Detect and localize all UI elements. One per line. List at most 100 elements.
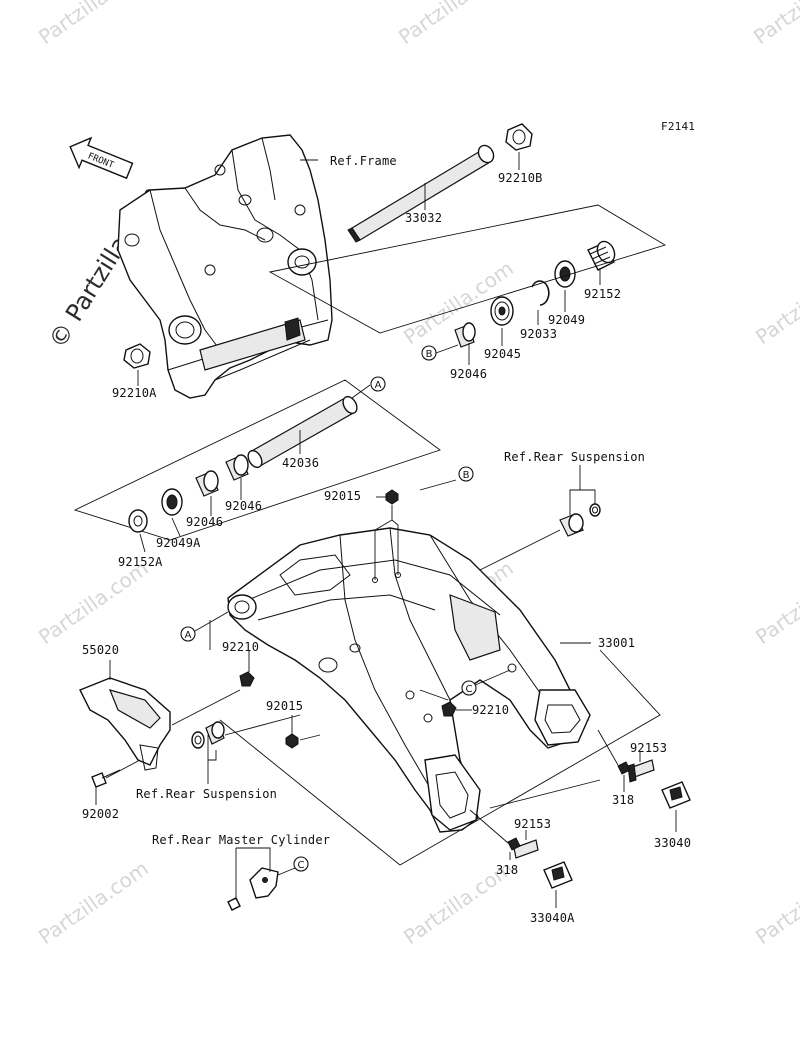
frame-crossmember <box>199 319 306 371</box>
watermark-11: Partzilla.com <box>751 856 800 949</box>
watermark-text-11: Partzilla.com <box>751 856 800 949</box>
watermark-3: Partzilla.com <box>749 0 800 49</box>
part-33040: 33040 <box>654 836 691 850</box>
frame-pivot-left <box>168 315 202 345</box>
bolt-92015-low <box>285 733 299 749</box>
part-318-right: 318 <box>612 793 634 807</box>
chain-guard-55020 <box>79 677 171 771</box>
rear-suspension-bushings-bottom <box>191 721 225 749</box>
chain-adjuster-left <box>507 837 573 889</box>
callout-a-top: A <box>370 376 386 392</box>
swingarm-outline <box>227 527 589 833</box>
watermark-text-3: Partzilla.com <box>749 0 800 49</box>
part-92033: 92033 <box>520 327 557 341</box>
bearing-92046-top <box>454 322 476 348</box>
part-33040A: 33040A <box>530 911 575 925</box>
nut-92210A <box>123 343 151 369</box>
frame-pivot-right <box>287 248 317 276</box>
bearing-92046-low <box>195 470 219 497</box>
parts-chain-right <box>268 204 667 348</box>
swingarm-33001 <box>227 527 591 833</box>
watermark-5: Partzilla.com <box>751 256 800 349</box>
callout-c-bracket-letter: C <box>298 860 305 871</box>
figure-code: F2141 <box>661 120 695 133</box>
part-92210A: 92210A <box>112 386 157 400</box>
rear-suspension-bushings-top <box>559 503 601 537</box>
bolt-92210-right <box>441 701 457 717</box>
circlip-92033 <box>531 280 550 306</box>
nut-92210B <box>505 123 533 151</box>
front-arrow-icon <box>69 136 134 180</box>
callout-a-bottom-letter: A <box>185 630 192 641</box>
bearing-92045 <box>490 296 514 326</box>
part-42036: 42036 <box>282 456 319 470</box>
callout-b-bottom-letter: B <box>463 470 470 481</box>
callout-c-bracket: C <box>293 856 309 872</box>
leader-lines <box>95 152 677 908</box>
rear-master-cylinder-bracket <box>227 867 279 911</box>
parts-chain-left <box>73 379 441 541</box>
part-33032: 33032 <box>405 211 442 225</box>
bearing-92046-mid <box>225 454 249 481</box>
ref-frame-label: Ref.Frame <box>330 154 397 168</box>
part-92153-right: 92153 <box>630 741 667 755</box>
callout-b-bottom: B <box>458 466 474 482</box>
chain-adjuster-right <box>617 759 691 809</box>
collar-92152 <box>587 240 616 271</box>
watermark-6: Partzilla.com <box>34 556 153 649</box>
callout-a-bottom: A <box>180 626 196 642</box>
sleeve-42036 <box>247 395 358 469</box>
part-92153-low: 92153 <box>514 817 551 831</box>
watermark-text-1: Partzilla.com <box>34 0 153 49</box>
callout-a-top-letter: A <box>375 380 382 391</box>
part-92049A: 92049A <box>156 536 201 550</box>
watermark-text-6: Partzilla.com <box>34 556 153 649</box>
collar-92152A <box>128 509 148 533</box>
watermark-text-2: Partzilla.com <box>394 0 513 49</box>
watermark-9: Partzilla.com <box>34 856 153 949</box>
part-318-low: 318 <box>496 863 518 877</box>
chain-guard-outline <box>79 677 171 766</box>
part-92046-mid: 92046 <box>225 499 262 513</box>
part-92210B: 92210B <box>498 171 543 185</box>
part-92002: 92002 <box>82 807 119 821</box>
part-92210-right: 92210 <box>472 703 509 717</box>
frame-drawing <box>117 134 333 399</box>
seal-92049A <box>161 488 183 516</box>
watermark-1: Partzilla.com <box>34 0 153 49</box>
swingarm-plate <box>449 594 501 661</box>
pivot-shaft-33032 <box>347 144 495 243</box>
part-92049: 92049 <box>548 313 585 327</box>
part-55020: 55020 <box>82 643 119 657</box>
bolt-92002 <box>91 769 121 788</box>
watermark-2: Partzilla.com <box>394 0 513 49</box>
callout-c-swingarm: C <box>461 680 477 696</box>
detail-box-top <box>268 204 667 334</box>
ref-rear-suspension-top-label: Ref.Rear Suspension <box>504 450 645 464</box>
part-92152A: 92152A <box>118 555 163 569</box>
part-92015-low: 92015 <box>266 699 303 713</box>
part-33001: 33001 <box>598 636 635 650</box>
watermark-text-5: Partzilla.com <box>751 256 800 349</box>
watermark-8: Partzilla.com <box>751 556 800 649</box>
part-92046-top: 92046 <box>450 367 487 381</box>
part-92210-left: 92210 <box>222 640 259 654</box>
bolt-92015-top <box>385 489 399 505</box>
bolt-92210-left <box>239 671 255 687</box>
ref-rear-master-cylinder-label: Ref.Rear Master Cylinder <box>152 833 330 847</box>
front-arrow: FRONT <box>69 136 134 180</box>
swingarm-end-right <box>534 689 591 746</box>
part-92152: 92152 <box>584 287 621 301</box>
callout-b-top: B <box>421 345 437 361</box>
callout-b-top-letter: B <box>426 349 433 360</box>
swingarm-pivot-bore <box>227 594 257 620</box>
watermark-text-9: Partzilla.com <box>34 856 153 949</box>
part-92015-top: 92015 <box>324 489 361 503</box>
part-92046-low: 92046 <box>186 515 223 529</box>
watermark-text-8: Partzilla.com <box>751 556 800 649</box>
swingarm-end-left <box>424 754 481 831</box>
ref-rear-suspension-bottom-label: Ref.Rear Suspension <box>136 787 277 801</box>
callout-c-swingarm-letter: C <box>466 684 473 695</box>
